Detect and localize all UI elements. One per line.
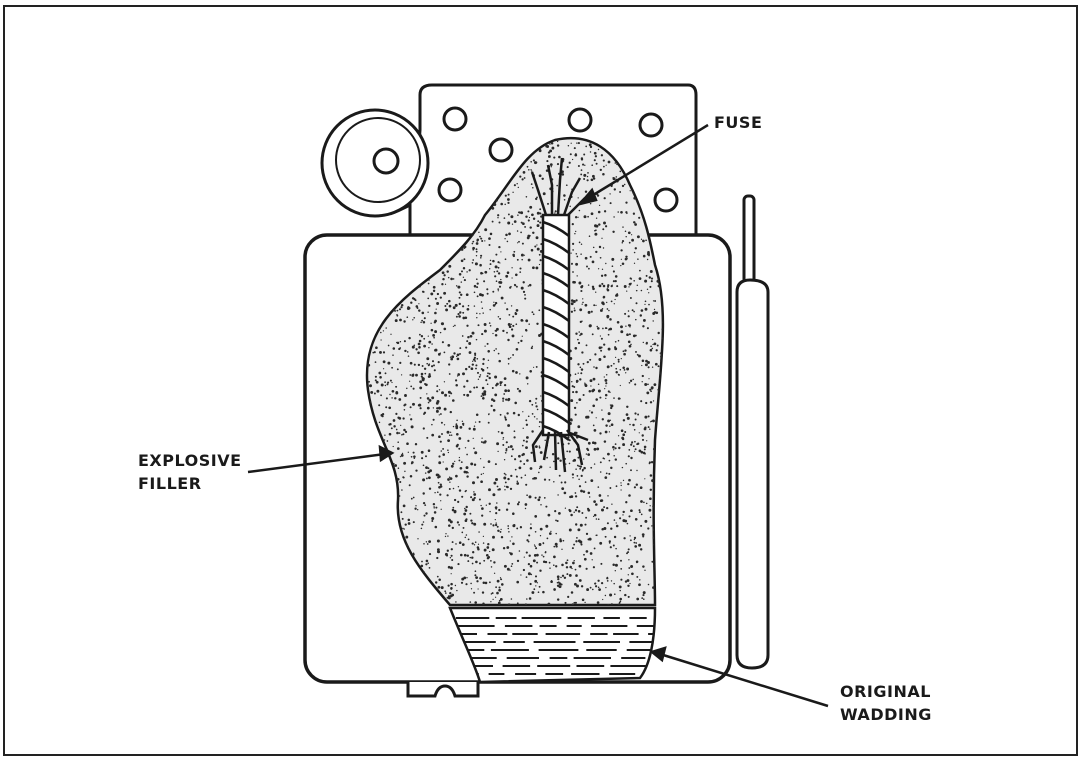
label-wadding: WADDING — [840, 705, 932, 724]
label-filler: FILLER — [138, 474, 202, 493]
label-original: ORIGINAL — [840, 682, 931, 701]
flint-tube — [737, 196, 768, 668]
label-fuse: FUSE — [714, 113, 762, 132]
case-foot — [408, 682, 478, 696]
label-explosive: EXPLOSIVE — [138, 451, 242, 470]
original-wadding — [450, 608, 655, 682]
hinge-wheel — [322, 110, 428, 216]
